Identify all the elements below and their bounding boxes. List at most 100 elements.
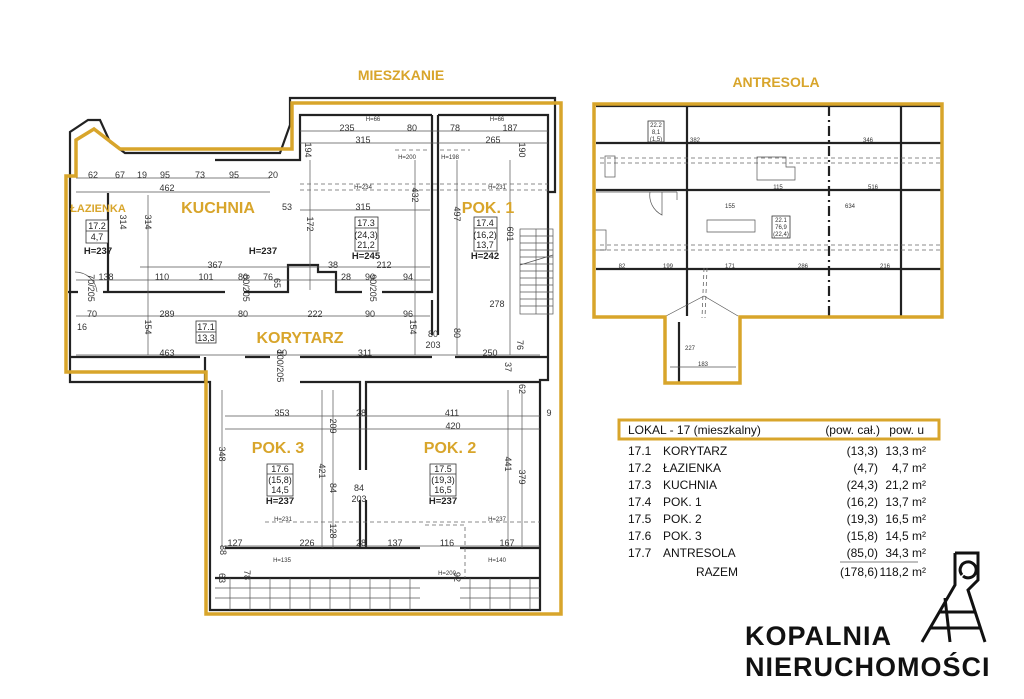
- dimension-label: 634: [845, 204, 856, 210]
- dimension-label: 199: [663, 264, 674, 270]
- dimension-label: 348: [217, 446, 227, 461]
- table-sum-row: RAZEM (178,6)118,2 m²: [696, 565, 926, 579]
- dimension-label: 190: [517, 142, 527, 157]
- svg-text:17.2: 17.2: [88, 221, 106, 231]
- mezzanine-tag-b: 22.1 76,9 (22,4): [771, 215, 791, 239]
- door-dimension: 100/205: [275, 350, 285, 383]
- svg-text:17.1: 17.1: [628, 444, 652, 458]
- dimension-label: 19: [137, 170, 147, 180]
- room-label-pok3: POK. 3: [252, 440, 305, 457]
- table-header-usable: pow. u: [889, 423, 924, 437]
- svg-text:17.3: 17.3: [628, 478, 652, 492]
- svg-text:(1,5): (1,5): [650, 137, 662, 143]
- dimension-label: 84: [328, 483, 338, 493]
- dimension-label: 315: [355, 135, 370, 145]
- svg-text:(15,8): (15,8): [268, 475, 292, 485]
- dimension-label: 209: [328, 418, 338, 433]
- svg-text:14,5 m²: 14,5 m²: [885, 529, 926, 543]
- svg-text:118,2 m²: 118,2 m²: [880, 565, 926, 579]
- svg-text:21,2 m²: 21,2 m²: [885, 478, 926, 492]
- svg-text:H=237: H=237: [84, 246, 112, 257]
- dimension-label: 90: [365, 272, 375, 282]
- room-label-korytarz: KORYTARZ: [256, 330, 343, 347]
- svg-text:17.4: 17.4: [476, 218, 494, 228]
- room-label-pok2: POK. 2: [424, 440, 477, 457]
- door-dimension: 80: [428, 329, 438, 339]
- svg-text:13,7 m²: 13,7 m²: [885, 495, 926, 509]
- height-label: H=200: [438, 571, 457, 577]
- svg-text:(22,4): (22,4): [773, 232, 789, 238]
- svg-text:H=245: H=245: [352, 251, 381, 262]
- svg-text:76,9: 76,9: [775, 225, 787, 231]
- height-label: H=66: [490, 117, 505, 123]
- apartment-title: MIESZKANIE: [358, 67, 444, 83]
- door-dimension: 203: [351, 494, 366, 504]
- logo-line1: KOPALNIA: [745, 621, 892, 651]
- svg-text:22.2: 22.2: [650, 123, 662, 129]
- dimension-label: 265: [485, 135, 500, 145]
- svg-text:4,7: 4,7: [91, 232, 104, 242]
- dimension-label: 154: [143, 319, 153, 334]
- dimension-label: 137: [387, 538, 402, 548]
- room-tag-kuchnia: 17.3 (24,3) 21,2 H=245: [352, 216, 381, 262]
- dimension-label: 82: [619, 264, 626, 270]
- table-header-total: (pow. cał.): [825, 423, 880, 437]
- svg-text:8,1: 8,1: [652, 130, 661, 136]
- svg-text:13,7: 13,7: [476, 240, 494, 250]
- company-logo: KOPALNIA NIERUCHOMOŚCI: [745, 551, 991, 682]
- dimension-label: 95: [229, 170, 239, 180]
- dimension-label: 379: [517, 469, 527, 484]
- room-tag-korytarz: 17.1 13,3: [195, 320, 217, 344]
- dimension-label: 497: [452, 206, 462, 221]
- svg-text:17.2: 17.2: [628, 461, 652, 475]
- dimension-label: 28: [341, 272, 351, 282]
- room-tag-pok3: 17.6 (15,8) 14,5 H=237: [266, 463, 294, 507]
- dimension-label: 250: [482, 348, 497, 358]
- height-label: H=66: [366, 117, 381, 123]
- dimension-label: 28: [356, 408, 366, 418]
- logo-line2: NIERUCHOMOŚCI: [745, 651, 991, 682]
- height-label: H=234: [354, 185, 373, 191]
- dimension-label: 96: [403, 309, 413, 319]
- room-tag-pok1: 17.4 (16,2) 13,7 H=242: [471, 216, 499, 262]
- dimension-label: 367: [207, 260, 222, 270]
- room-tag-pok2: 17.5 (19,3) 16,5 H=237: [429, 463, 457, 507]
- dimension-label: 226: [299, 538, 314, 548]
- area-table: LOKAL - 17 (mieszkalny) (pow. cał.) pow.…: [617, 418, 941, 579]
- svg-text:(16,2): (16,2): [473, 230, 497, 240]
- dimension-label: 235: [339, 123, 354, 133]
- svg-text:16,5: 16,5: [434, 485, 452, 495]
- dimension-label: 421: [317, 463, 327, 478]
- dimension-label: 80: [238, 309, 248, 319]
- svg-text:17.7: 17.7: [628, 546, 652, 560]
- height-label: H=198: [441, 155, 460, 161]
- svg-text:17.6: 17.6: [271, 464, 289, 474]
- dimension-label: 90: [365, 309, 375, 319]
- svg-text:(178,6): (178,6): [840, 565, 878, 579]
- dimension-label: 187: [502, 123, 517, 133]
- dimension-lines: [76, 130, 548, 548]
- svg-text:(24,3): (24,3): [354, 230, 378, 240]
- dimension-label: 227: [685, 346, 696, 352]
- mine-headframe-icon: [920, 551, 987, 643]
- dimension-label: 9: [546, 408, 551, 418]
- svg-text:(85,0): (85,0): [847, 546, 878, 560]
- svg-text:RAZEM: RAZEM: [696, 565, 738, 579]
- dimension-label: 37: [503, 362, 513, 372]
- door-dimension: 90/205: [368, 274, 378, 302]
- mezzanine-title: ANTRESOLA: [732, 74, 819, 90]
- mezzanine-plan: 22.2 8,1 (1,5) 22.1 76,9 (22,4) 382 346 …: [592, 102, 944, 385]
- dimension-label: 70: [87, 309, 97, 319]
- dimension-label: 278: [489, 299, 504, 309]
- svg-text:H=237: H=237: [429, 496, 457, 507]
- dimension-labels: 62 67 19 95 73 95 20 462 235 80 315 78 1…: [77, 117, 552, 583]
- balcony-tiles: [215, 578, 540, 610]
- dimension-label: 167: [499, 538, 514, 548]
- dimension-label: 94: [403, 272, 413, 282]
- dimension-label: 115: [773, 185, 783, 191]
- room-label-pok1: POK. 1: [462, 200, 515, 217]
